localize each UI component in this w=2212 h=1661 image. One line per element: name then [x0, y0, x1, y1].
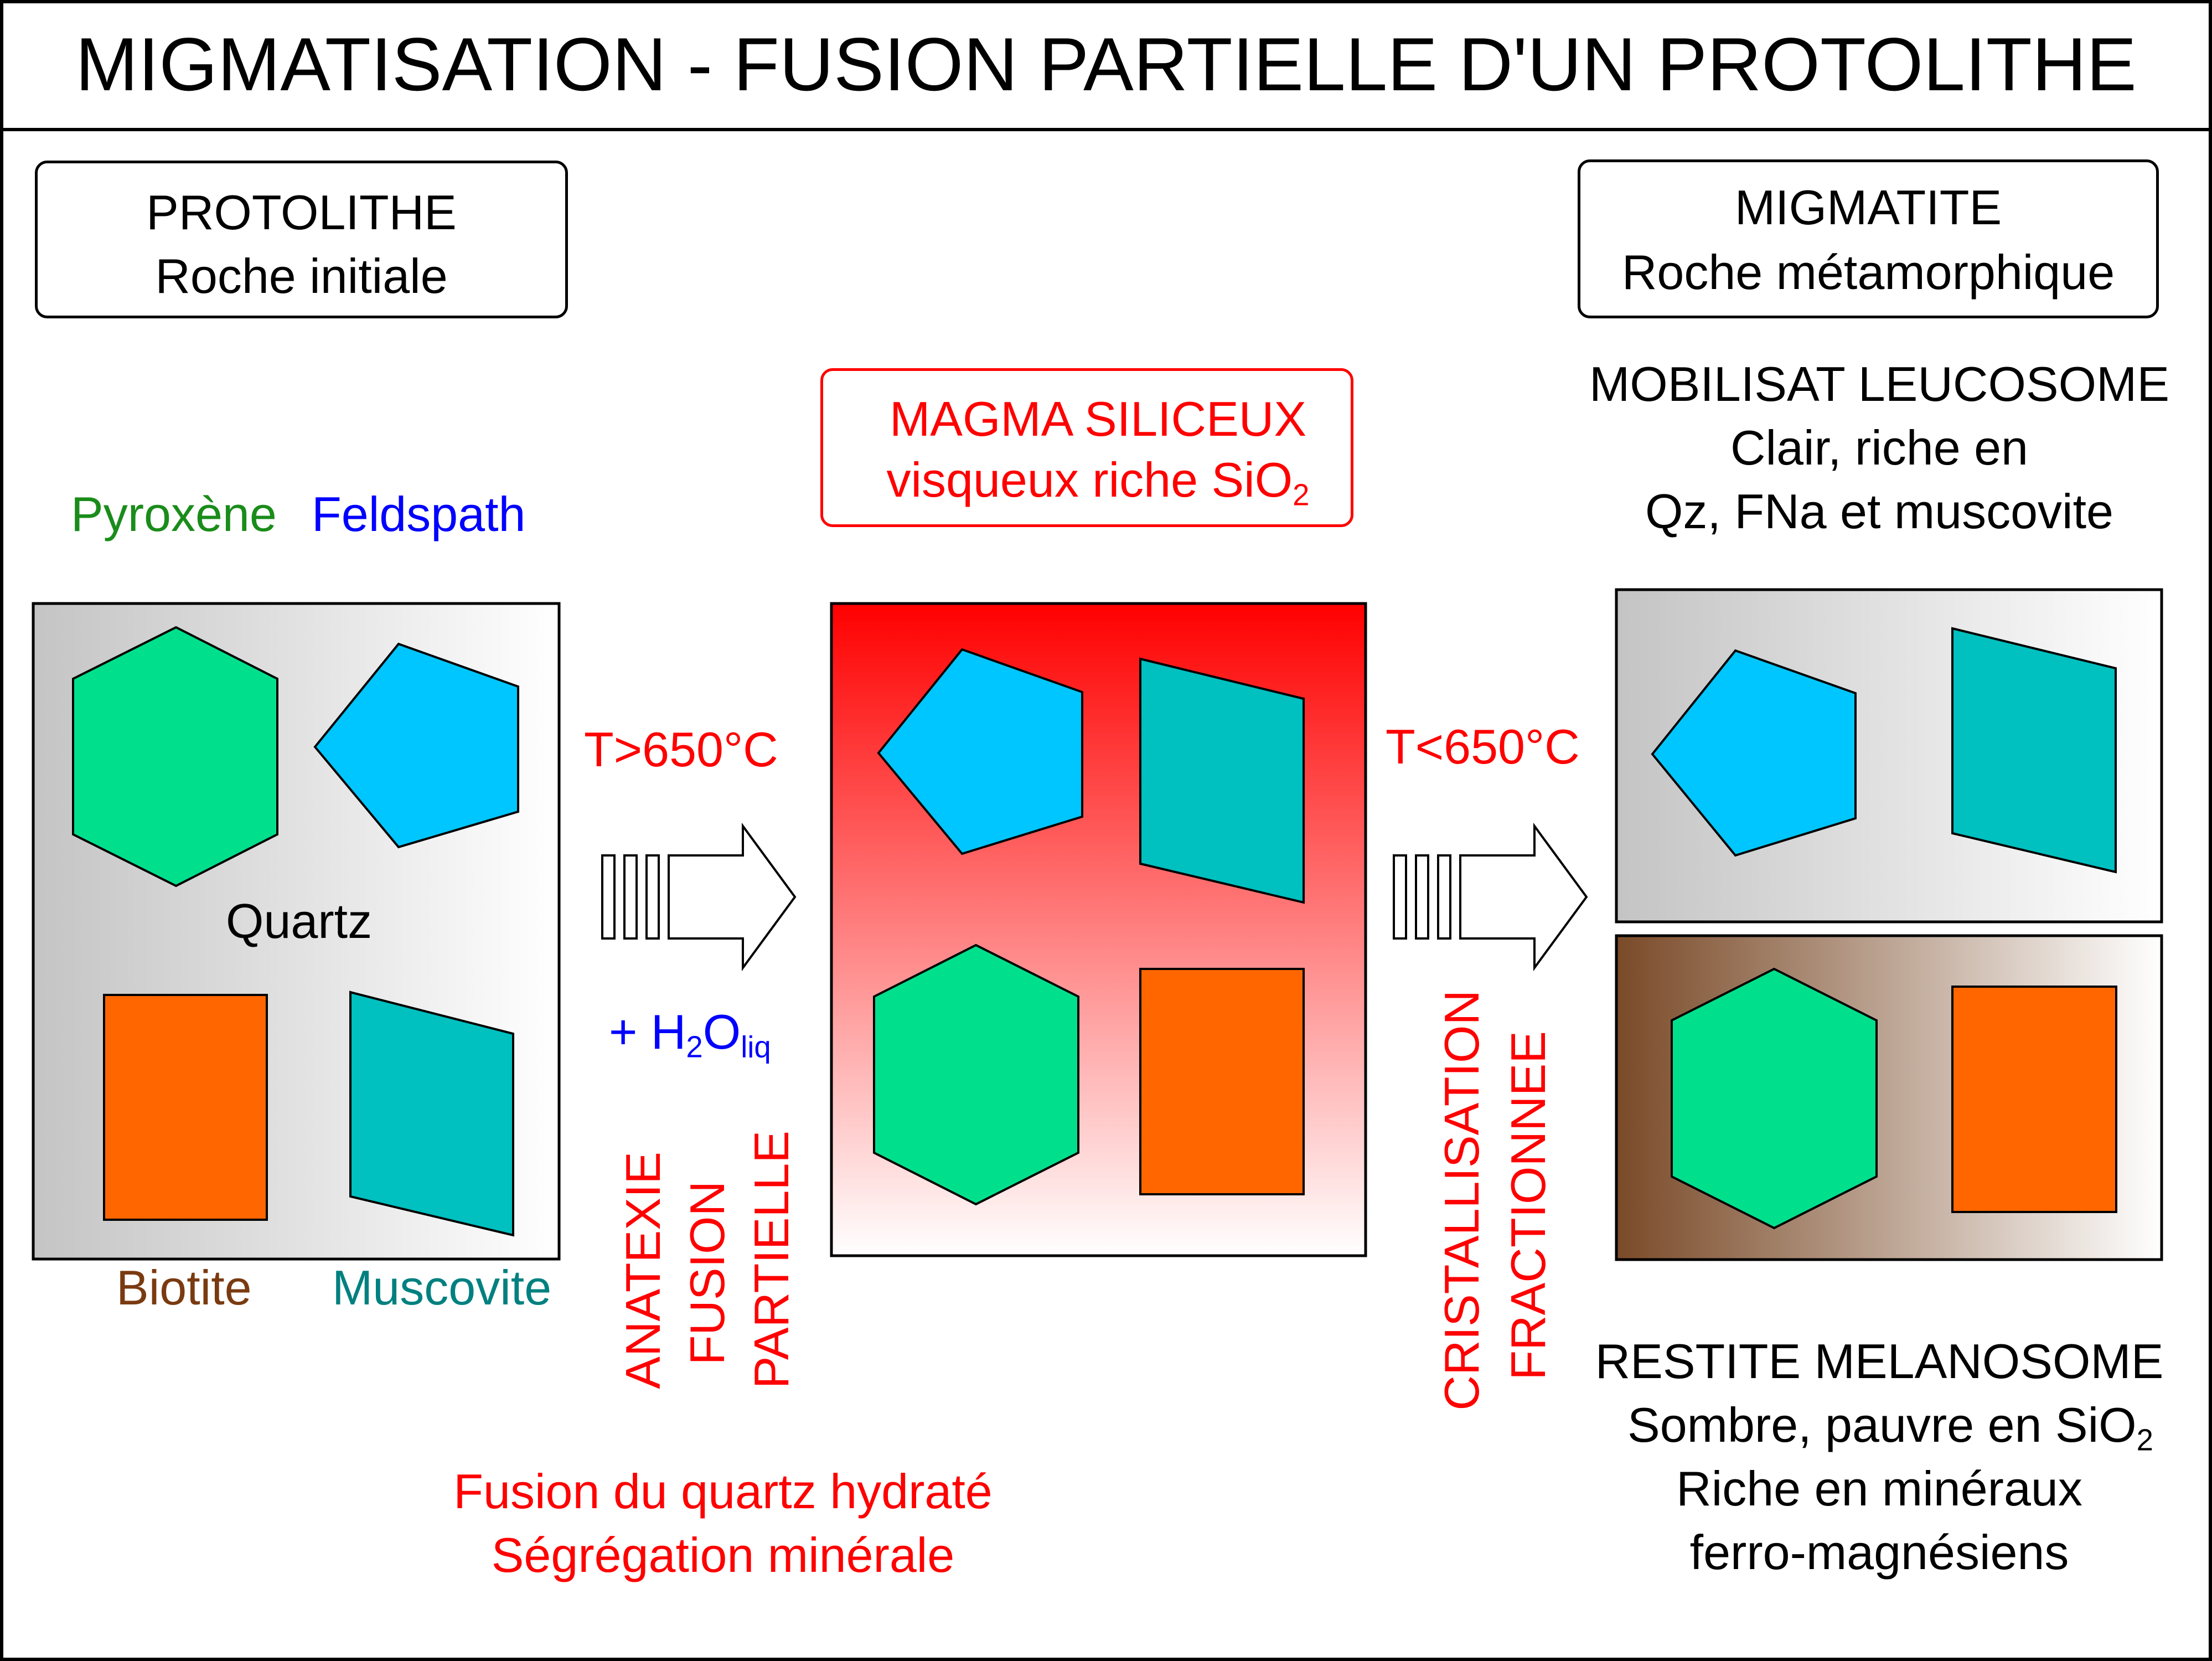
migmatite-box: MIGMATITE Roche métamorphique	[1578, 159, 2159, 318]
melanosome-line-4: ferro-magnésiens	[1689, 1525, 2069, 1580]
pyroxene-hexagon	[1671, 967, 1878, 1230]
pyroxene-hexagon	[873, 943, 1079, 1206]
protolithe-box: PROTOLITHE Roche initiale	[35, 161, 568, 318]
anatexie-label: ANATEXIE	[616, 1152, 670, 1389]
migmatite-subtitle: Roche métamorphique	[1621, 245, 2115, 300]
melanosome-title: RESTITE MELANOSOME	[1595, 1334, 2164, 1389]
magma-subtitle: visqueux riche SiO2	[886, 452, 1310, 512]
magma-panel	[830, 602, 1367, 1257]
protolithe-subtitle: Roche initiale	[155, 249, 448, 303]
magma-box: MAGMA SILICEUX visqueux riche SiO2	[820, 368, 1353, 527]
muscovite-parallelogram	[1139, 657, 1305, 904]
muscovite-label: Muscovite	[332, 1260, 552, 1315]
feldspath-pentagon	[313, 642, 519, 849]
feldspath-pentagon	[1651, 649, 1857, 857]
pyroxene-hexagon	[72, 626, 278, 888]
leucosome-title: MOBILISAT LEUCOSOME	[1589, 357, 2170, 411]
melting-temperature: T>650°C	[584, 722, 778, 777]
partielle-label: PARTIELLE	[744, 1131, 799, 1389]
page-title: MIGMATISATION - FUSION PARTIELLE D'UN PR…	[75, 22, 2137, 106]
cristallisation-label: CRISTALLISATION	[1434, 990, 1489, 1411]
melanosome-line-3: Riche en minéraux	[1676, 1461, 2082, 1516]
melanosome-line-2: Sombre, pauvre en SiO2	[1627, 1397, 2153, 1457]
biotite-label: Biotite	[116, 1260, 252, 1315]
magma-title: MAGMA SILICEUX	[889, 391, 1307, 446]
migmatite-title: MIGMATITE	[1734, 180, 2002, 235]
protolith-panel	[32, 602, 561, 1261]
protolithe-title: PROTOLITHE	[146, 185, 457, 240]
water-label: + H2Oliq	[609, 1004, 771, 1064]
biotite-rectangle	[103, 994, 268, 1221]
crystallization-temperature: T<650°C	[1386, 719, 1580, 774]
biotite-rectangle	[1139, 968, 1305, 1195]
feldspath-label: Feldspath	[312, 487, 526, 541]
fusion-label: FUSION	[680, 1181, 735, 1365]
crystallization-arrow	[1393, 822, 1588, 972]
muscovite-parallelogram	[349, 991, 514, 1237]
pyroxene-label: Pyroxène	[71, 487, 277, 541]
melanosome-panel	[1615, 934, 2163, 1261]
leucosome-line-3: Qz, FNa et muscovite	[1645, 484, 2113, 539]
muscovite-parallelogram	[1951, 627, 2117, 874]
leucosome-panel	[1615, 588, 2163, 924]
leucosome-line-2: Clair, riche en	[1730, 420, 2028, 475]
fractionnee-label: FRACTIONNEE	[1501, 1031, 1555, 1380]
feldspath-pentagon	[877, 648, 1083, 855]
quartz-label: Quartz	[226, 894, 373, 948]
melting-arrow	[601, 822, 797, 972]
biotite-rectangle	[1951, 986, 2117, 1213]
melting-note-1: Fusion du quartz hydraté	[453, 1464, 993, 1519]
melting-note-2: Ségrégation minérale	[491, 1528, 955, 1582]
